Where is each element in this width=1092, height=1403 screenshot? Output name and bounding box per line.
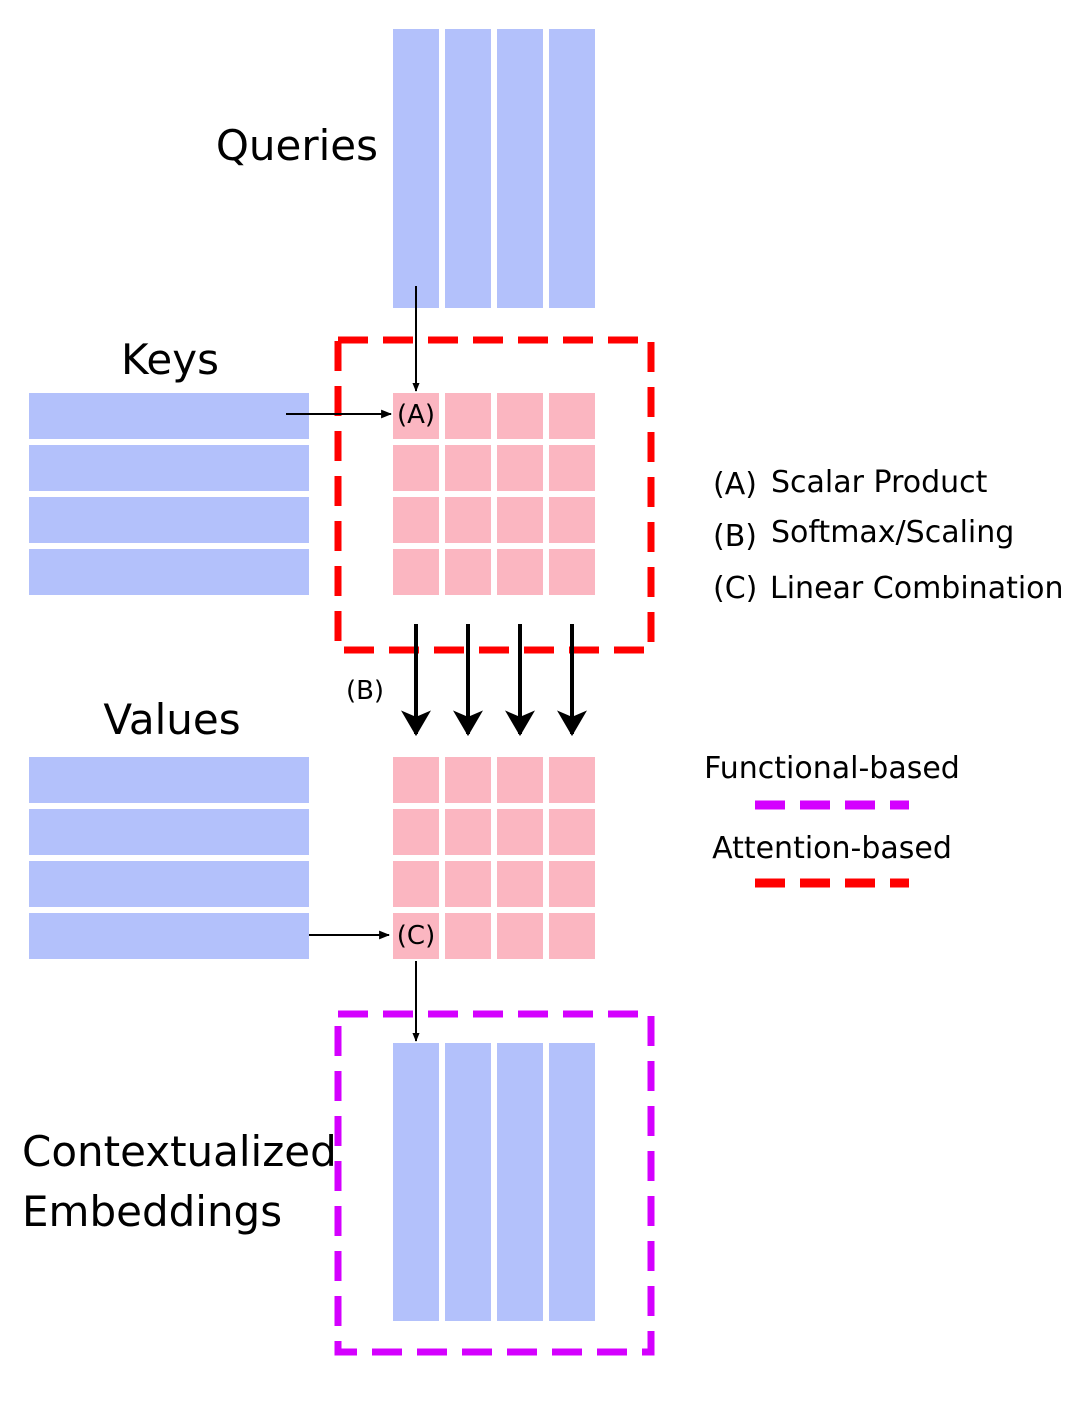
score-cell xyxy=(393,393,439,439)
score-cell xyxy=(393,497,439,543)
score-cell xyxy=(445,549,491,595)
query-column xyxy=(445,29,491,308)
legend-step-text: Softmax/Scaling xyxy=(771,515,1014,550)
weight-cell xyxy=(393,913,439,959)
value-row xyxy=(29,757,309,803)
weight-cell xyxy=(497,861,543,907)
value-row xyxy=(29,861,309,907)
weight-cell xyxy=(549,913,595,959)
score-cell xyxy=(549,497,595,543)
weight-cell xyxy=(393,861,439,907)
value-row xyxy=(29,809,309,855)
keys-matrix xyxy=(29,393,309,595)
key-row xyxy=(29,393,309,439)
legend-step-marker: (A) xyxy=(713,467,757,502)
score-cell xyxy=(497,445,543,491)
attention-score-grid xyxy=(393,393,595,595)
weight-cell xyxy=(549,861,595,907)
weight-cell xyxy=(445,809,491,855)
embedding-column xyxy=(497,1043,543,1321)
value-row xyxy=(29,913,309,959)
weight-cell xyxy=(497,913,543,959)
embedding-column xyxy=(445,1043,491,1321)
marker-c: (C) xyxy=(397,921,435,951)
weight-cell xyxy=(393,757,439,803)
score-cell xyxy=(445,497,491,543)
score-cell xyxy=(549,445,595,491)
functional-legend-label: Functional-based xyxy=(704,751,960,786)
weight-cell xyxy=(497,757,543,803)
score-cell xyxy=(445,393,491,439)
contextualized-label-line1: Contextualized xyxy=(22,1127,337,1176)
score-cell xyxy=(549,549,595,595)
score-cell xyxy=(549,393,595,439)
score-cell xyxy=(393,445,439,491)
weight-cell xyxy=(445,861,491,907)
functional-based-box xyxy=(334,1010,655,1356)
softmax-weight-grid xyxy=(393,757,595,959)
score-cell xyxy=(497,497,543,543)
contextualized-label-line2: Embeddings xyxy=(22,1187,282,1236)
embedding-column xyxy=(393,1043,439,1321)
key-row xyxy=(29,445,309,491)
embedding-column xyxy=(549,1043,595,1321)
score-cell xyxy=(497,393,543,439)
marker-a: (A) xyxy=(397,400,435,430)
weight-cell xyxy=(549,757,595,803)
legend-step-marker: (C) xyxy=(713,571,757,606)
score-cell xyxy=(393,549,439,595)
attention-based-box xyxy=(334,336,655,654)
weight-cell xyxy=(445,913,491,959)
queries-matrix xyxy=(393,29,595,308)
query-column xyxy=(549,29,595,308)
key-row xyxy=(29,497,309,543)
legend-step-text: Scalar Product xyxy=(771,465,988,500)
marker-b: (B) xyxy=(346,676,384,706)
query-column xyxy=(393,29,439,308)
attention-legend-label: Attention-based xyxy=(712,831,952,866)
legend-step-marker: (B) xyxy=(713,519,757,554)
box-legend: Functional-based Attention-based xyxy=(704,751,960,888)
key-row xyxy=(29,549,309,595)
queries-label: Queries xyxy=(216,121,378,170)
score-cell xyxy=(497,549,543,595)
query-column xyxy=(497,29,543,308)
weight-cell xyxy=(549,809,595,855)
values-matrix xyxy=(29,757,309,959)
score-cell xyxy=(445,445,491,491)
weight-cell xyxy=(445,757,491,803)
keys-label: Keys xyxy=(121,335,219,384)
weight-cell xyxy=(497,809,543,855)
weight-cell xyxy=(393,809,439,855)
legend-step-text: Linear Combination xyxy=(770,571,1064,606)
steps-legend: (A) Scalar Product (B) Softmax/Scaling (… xyxy=(713,465,1064,606)
softmax-arrows xyxy=(401,624,587,737)
contextualized-embeddings-matrix xyxy=(393,1043,595,1321)
values-label: Values xyxy=(103,695,240,744)
